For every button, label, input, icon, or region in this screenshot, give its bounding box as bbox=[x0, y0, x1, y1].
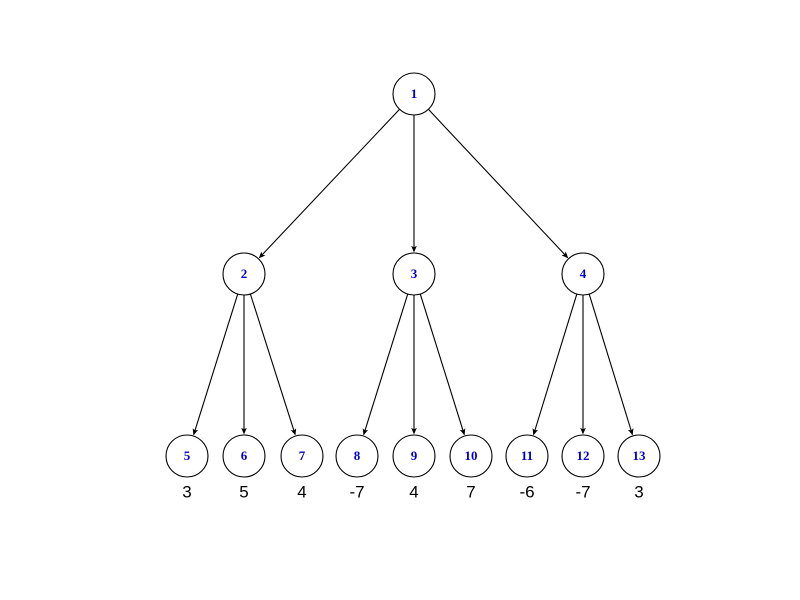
node-label-13: 13 bbox=[633, 448, 647, 463]
tree-node-9[interactable]: 9 bbox=[392, 434, 436, 478]
node-circle-8[interactable] bbox=[335, 434, 379, 478]
node-circle-11[interactable] bbox=[505, 434, 549, 478]
node-circle-10[interactable] bbox=[449, 434, 493, 478]
node-label-1: 1 bbox=[411, 86, 418, 101]
node-label-8: 8 bbox=[354, 448, 361, 463]
node-circle-4[interactable] bbox=[561, 252, 605, 296]
tree-node-1[interactable]: 1 bbox=[392, 72, 436, 116]
node-label-4: 4 bbox=[580, 266, 587, 281]
tree-node-10[interactable]: 10 bbox=[449, 434, 493, 478]
node-label-2: 2 bbox=[241, 266, 248, 281]
node-circle-12[interactable] bbox=[561, 434, 605, 478]
tree-node-5[interactable]: 5 bbox=[165, 434, 209, 478]
node-circle-9[interactable] bbox=[392, 434, 436, 478]
tree-edge-1-to-4 bbox=[427, 108, 569, 259]
tree-node-12[interactable]: 12 bbox=[561, 434, 605, 478]
node-circle-3[interactable] bbox=[392, 252, 436, 296]
tree-edge-3-to-10 bbox=[419, 293, 466, 436]
node-label-3: 3 bbox=[411, 266, 418, 281]
edges-layer bbox=[192, 108, 634, 436]
leaf-values-layer: 3 5 4 -7 4 7 -6 -7 3 bbox=[182, 482, 643, 501]
tree-node-11[interactable]: 11 bbox=[505, 434, 549, 478]
leaf-value-9: 4 bbox=[409, 482, 418, 501]
leaf-value-11: -6 bbox=[519, 482, 534, 501]
tree-node-8[interactable]: 8 bbox=[335, 434, 379, 478]
tree-node-2[interactable]: 2 bbox=[222, 252, 266, 296]
tree-edge-2-to-7 bbox=[249, 293, 297, 436]
leaf-value-13: 3 bbox=[634, 482, 643, 501]
node-label-11: 11 bbox=[521, 448, 533, 463]
node-circle-5[interactable] bbox=[165, 434, 209, 478]
tree-node-4[interactable]: 4 bbox=[561, 252, 605, 296]
leaf-value-8: -7 bbox=[349, 482, 364, 501]
leaf-value-10: 7 bbox=[466, 482, 475, 501]
node-label-5: 5 bbox=[184, 448, 191, 463]
tree-edge-3-to-8 bbox=[362, 293, 409, 436]
node-label-7: 7 bbox=[299, 448, 306, 463]
node-circle-7[interactable] bbox=[280, 434, 324, 478]
node-label-12: 12 bbox=[577, 448, 590, 463]
leaf-value-5: 3 bbox=[182, 482, 191, 501]
tree-edge-4-to-13 bbox=[588, 293, 634, 436]
tree-node-3[interactable]: 3 bbox=[392, 252, 436, 296]
tree-edge-1-to-2 bbox=[258, 108, 400, 259]
node-label-10: 10 bbox=[465, 448, 478, 463]
leaf-value-7: 4 bbox=[297, 482, 306, 501]
tree-node-7[interactable]: 7 bbox=[280, 434, 324, 478]
tree-edge-2-to-5 bbox=[192, 293, 239, 436]
node-circle-13[interactable] bbox=[617, 434, 661, 478]
node-label-6: 6 bbox=[241, 448, 248, 463]
node-circle-2[interactable] bbox=[222, 252, 266, 296]
leaf-value-12: -7 bbox=[575, 482, 590, 501]
node-circle-6[interactable] bbox=[222, 434, 266, 478]
node-label-9: 9 bbox=[411, 448, 418, 463]
node-circle-1[interactable] bbox=[392, 72, 436, 116]
tree-node-13[interactable]: 13 bbox=[617, 434, 661, 478]
tree-node-6[interactable]: 6 bbox=[222, 434, 266, 478]
leaf-value-6: 5 bbox=[239, 482, 248, 501]
tree-edge-4-to-11 bbox=[532, 293, 578, 436]
